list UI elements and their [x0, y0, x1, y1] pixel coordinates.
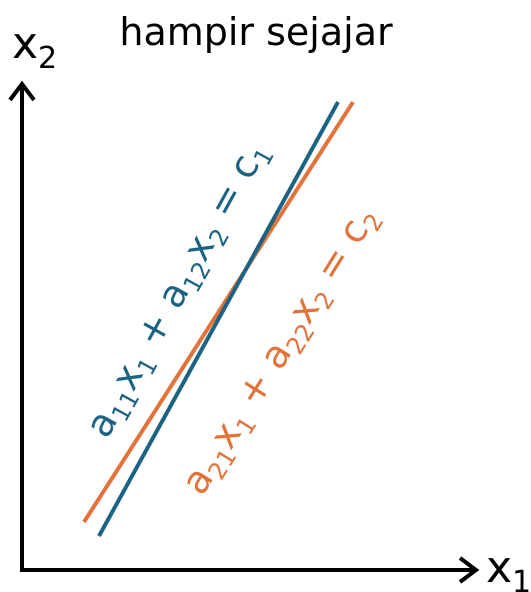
x-axis-label: x1 — [486, 542, 531, 592]
x-axis-arrowhead — [458, 556, 480, 584]
equation-1-label: a11x1 + a12x2 = c1 — [76, 133, 280, 447]
diagram-title: hampir sejajar — [119, 10, 393, 54]
line-equation-1 — [97, 101, 340, 537]
line-equation-2 — [82, 100, 355, 524]
y-axis-label: x2 — [12, 18, 57, 76]
y-axis-arrowhead — [8, 80, 36, 102]
